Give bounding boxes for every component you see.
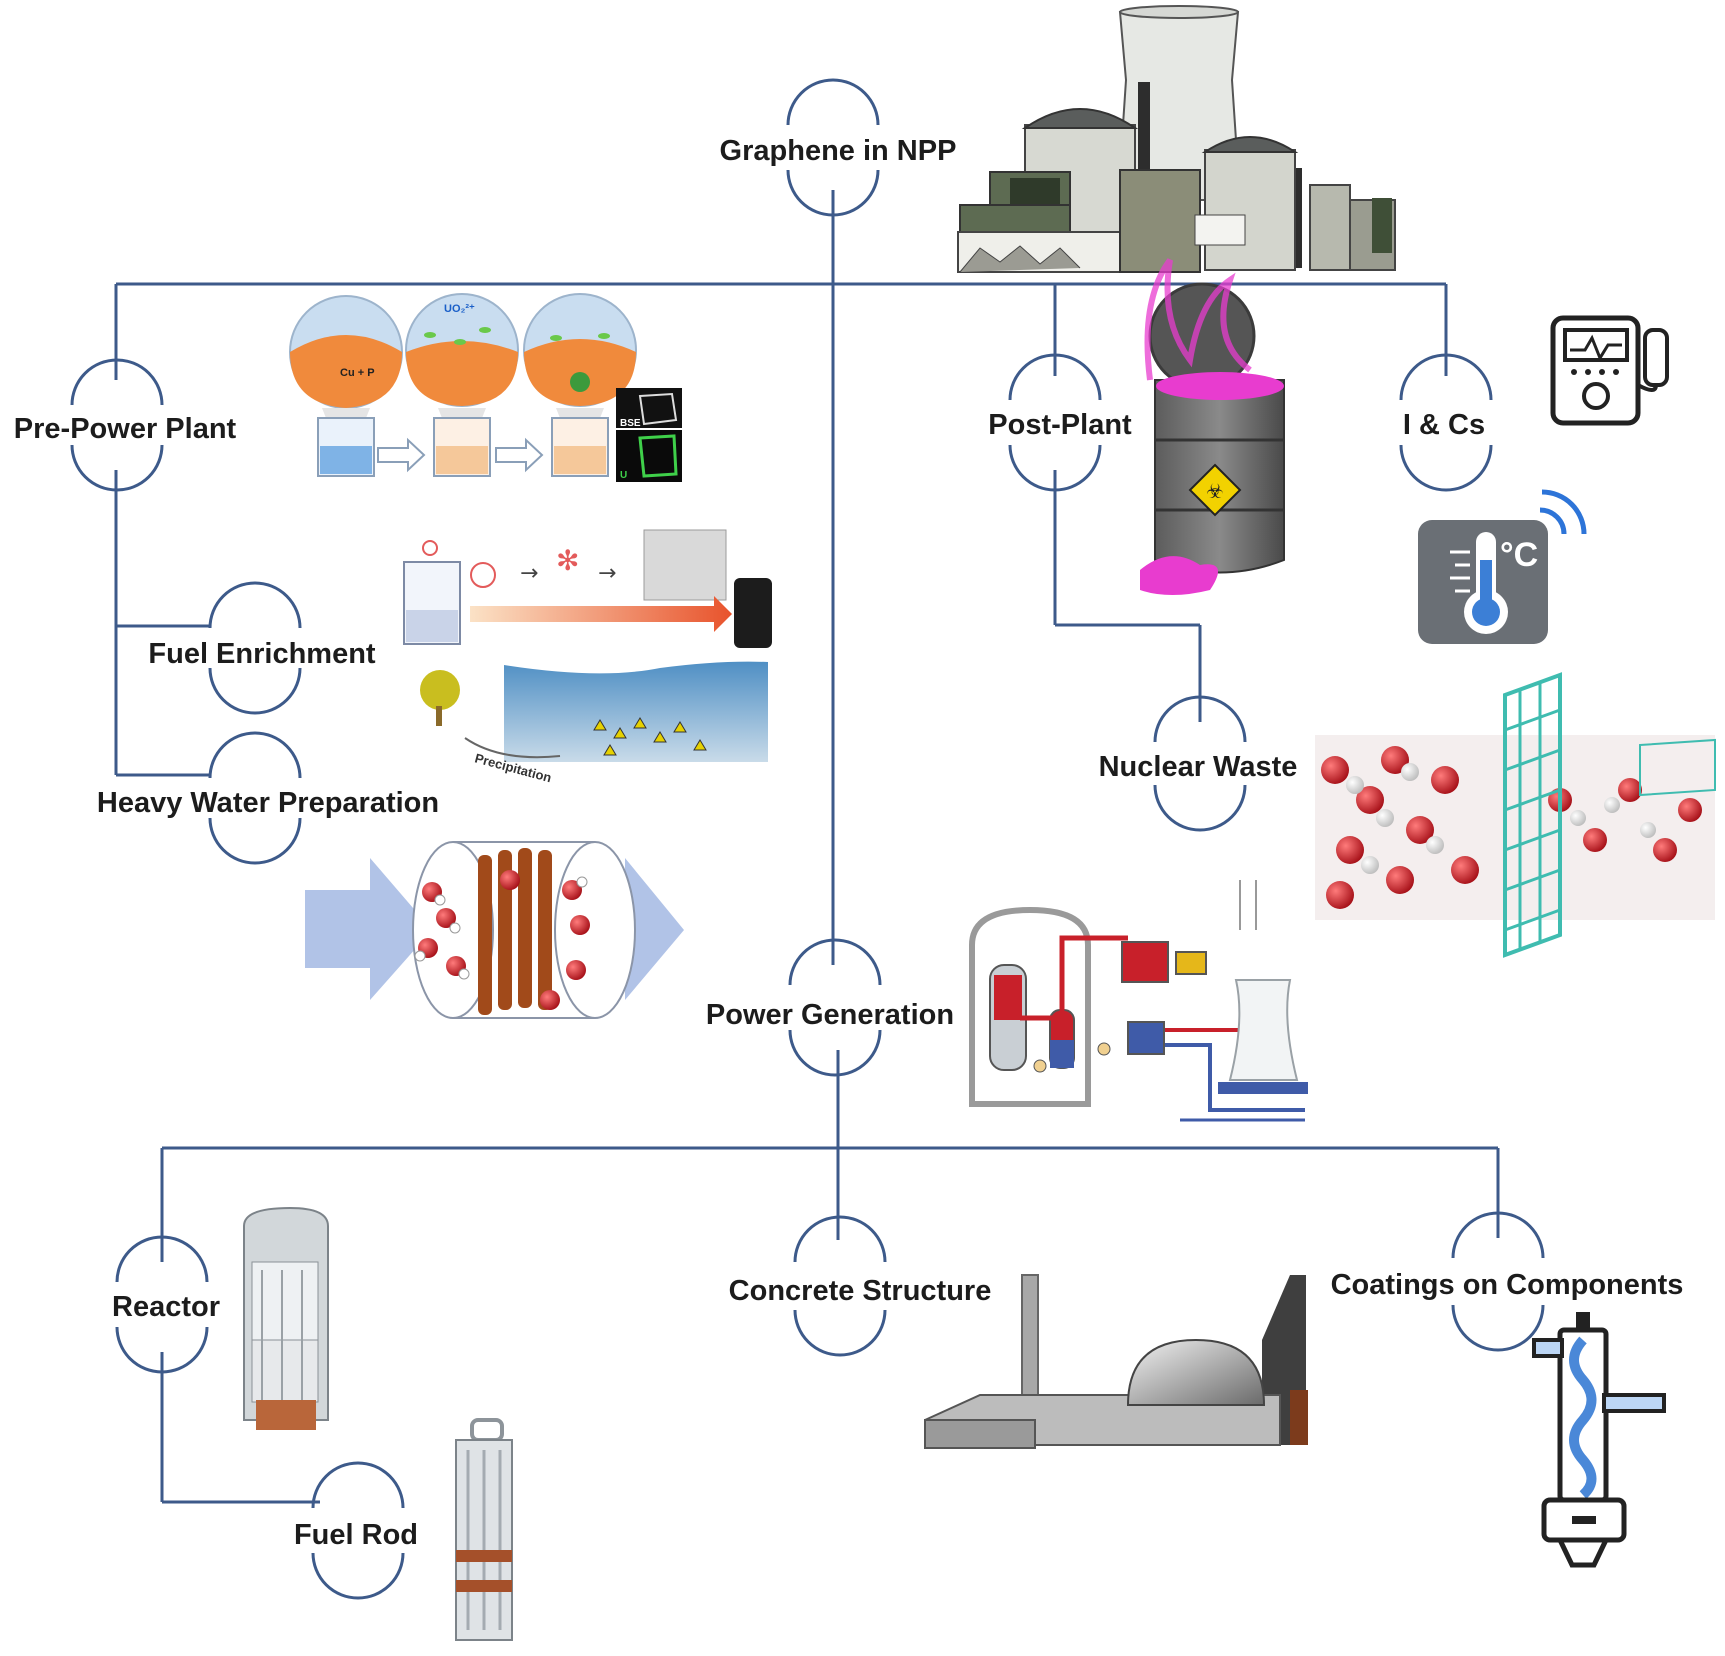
adsorption-step-1: Cu + P (289, 295, 403, 477)
arc-pre-power-top (70, 358, 164, 406)
adsorption-step-2: UO₂²⁺ (405, 293, 519, 477)
arc-power-gen-top (788, 938, 882, 986)
arc-nuclear-waste-top (1153, 695, 1247, 743)
u-label: U (620, 470, 627, 481)
arc-nuclear-waste-bottom (1153, 784, 1247, 832)
power-generation-label: Power Generation (706, 999, 954, 1031)
thermometer-wifi-icon: °C (1418, 489, 1587, 644)
arc-reactor-top (115, 1235, 209, 1283)
arc-fuel-rod-top (311, 1461, 405, 1509)
sem-micrograph: BSE U (616, 388, 682, 482)
arc-ics-bottom (1399, 444, 1493, 492)
bse-label: BSE (620, 418, 641, 429)
node-labels: Graphene in NPP Pre-Power Plant Fuel Enr… (14, 135, 1684, 1551)
arc-fuel-rod-bottom (311, 1552, 405, 1600)
pre-power-plant-label: Pre-Power Plant (14, 413, 237, 445)
arc-coatings-bottom (1451, 1304, 1545, 1352)
fuel-rod-illustration (455, 1418, 513, 1641)
reactor-label: Reactor (112, 1291, 220, 1323)
uo2-label: UO₂²⁺ (444, 303, 475, 315)
dosimeter-icon (1550, 315, 1669, 426)
heavy-water-illustration (305, 841, 684, 1019)
arc-heavy-water-top (208, 731, 302, 779)
arc-concrete-top (793, 1215, 887, 1263)
fuel-enrichment-illustration: → ✻ → Precipitation (403, 529, 772, 785)
reactor-vessel-illustration (243, 1206, 329, 1430)
power-generation-schematic (969, 880, 1308, 1122)
svg-text:✻: ✻ (556, 544, 579, 577)
biohazard-icon: ☣ (1206, 479, 1224, 503)
arc-ics-top (1399, 353, 1493, 401)
arc-title-top (786, 78, 880, 126)
arc-pre-power-bottom (70, 444, 164, 492)
fuel-rod-label: Fuel Rod (294, 1519, 418, 1551)
ics-label: I & Cs (1403, 409, 1485, 441)
concrete-structure-illustration (924, 1274, 1308, 1449)
enrichment-arrow (470, 596, 732, 632)
arc-power-gen-bottom (788, 1029, 882, 1077)
svg-text:→: → (598, 561, 616, 586)
graphene-membrane-illustration (1315, 672, 1716, 958)
celsius-label: °C (1500, 536, 1538, 574)
arc-title-bottom (786, 169, 880, 217)
waste-barrel-illustration: ☣ (1140, 258, 1285, 595)
heavy-water-label: Heavy Water Preparation (97, 787, 439, 819)
nuclear-waste-label: Nuclear Waste (1099, 751, 1298, 783)
fuel-enrichment-label: Fuel Enrichment (148, 638, 376, 670)
arc-reactor-bottom (115, 1326, 209, 1374)
connector-lines (114, 190, 1500, 1504)
nuclear-power-plant-illustration (957, 5, 1396, 273)
cu-p-label: Cu + P (340, 367, 375, 379)
concrete-structure-label: Concrete Structure (729, 1275, 992, 1307)
coatings-label: Coatings on Components (1331, 1269, 1684, 1301)
arc-heavy-water-bottom (208, 817, 302, 865)
arc-post-plant-bottom (1008, 444, 1102, 492)
post-plant-label: Post-Plant (988, 409, 1132, 441)
arc-coatings-top (1451, 1211, 1545, 1259)
arc-fuel-enrichment-top (208, 581, 302, 629)
node-arcs (70, 78, 1545, 1600)
adsorption-step-3 (523, 293, 637, 477)
arc-fuel-enrichment-bottom (208, 667, 302, 715)
arc-post-plant-top (1008, 353, 1102, 401)
svg-text:→: → (520, 561, 538, 586)
arc-concrete-bottom (793, 1309, 887, 1357)
step-arrow-2 (495, 437, 544, 473)
title-label: Graphene in NPP (720, 135, 957, 167)
heat-exchanger-icon (1532, 1312, 1666, 1568)
uranium-adsorption-illustration: Cu + P UO₂²⁺ (289, 293, 682, 482)
step-arrow-1 (377, 437, 426, 473)
